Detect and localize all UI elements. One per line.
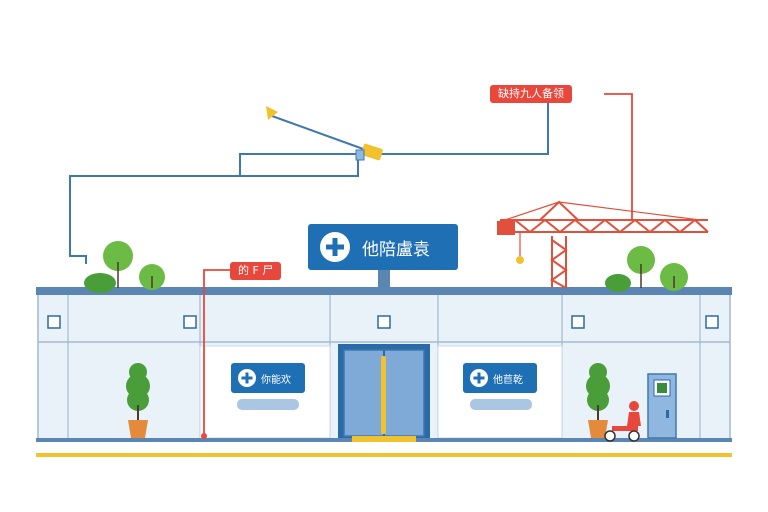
window: [47, 315, 61, 329]
medical-cross-icon: [470, 369, 488, 387]
network-cable: [69, 102, 549, 264]
window: [377, 315, 391, 329]
kiosk-icon: [647, 373, 677, 439]
callout-anchor: [201, 433, 207, 439]
info-bar: [237, 399, 299, 410]
pot: [588, 420, 608, 438]
sign-post: [378, 270, 390, 290]
ground-line: [36, 453, 732, 457]
right-panel-sign-text: 他苣乾: [493, 374, 523, 386]
medical-cross-icon: [320, 232, 350, 262]
network-cable: [240, 160, 359, 177]
door-icon: [338, 344, 430, 442]
medical-cross-icon: [238, 369, 256, 387]
hospital-main-sign: 他陪盧袁: [308, 224, 458, 270]
info-bar: [470, 399, 532, 410]
window: [705, 315, 719, 329]
window: [571, 315, 585, 329]
main-sign-text: 他陪盧袁: [362, 239, 430, 260]
left-panel-sign-text: 你能欢: [261, 374, 291, 386]
scooter-rider-icon: [604, 401, 641, 442]
callout-leader: [203, 269, 234, 434]
crane-icon: [497, 200, 709, 289]
callout-left: 的 F 尸: [230, 262, 282, 280]
window: [183, 315, 197, 329]
right-panel-sign: 他苣乾: [463, 363, 537, 393]
cctv-camera-icon: [266, 106, 383, 161]
callout-leader: [604, 93, 633, 220]
pot: [128, 420, 148, 438]
tree-icon: [605, 246, 688, 292]
tree-icon: [126, 363, 150, 438]
tree-icon: [84, 241, 165, 293]
callout-top-right: 缺持九人备领: [490, 85, 572, 103]
tree-icon: [586, 363, 610, 438]
roof: [36, 287, 732, 295]
left-panel-sign: 你能欢: [231, 363, 305, 393]
